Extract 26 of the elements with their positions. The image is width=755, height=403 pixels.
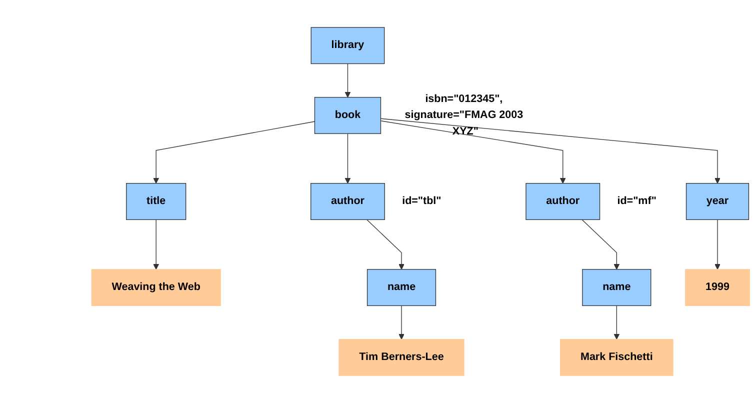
node-box: Weaving the Web <box>91 269 221 306</box>
node-box: book <box>314 96 382 134</box>
node-box: Mark Fischetti <box>560 338 674 376</box>
arrow <box>380 118 720 184</box>
node-label: isbn="012345", signature="FMAG 2003 XYZ" <box>404 93 524 137</box>
node-box: 1999 <box>685 269 750 306</box>
node-box: title <box>126 183 186 220</box>
arrow <box>614 305 620 340</box>
node-box: author <box>310 183 385 220</box>
arrow <box>153 219 160 270</box>
node-label: id="mf" <box>617 195 656 207</box>
arrow <box>582 219 620 270</box>
node-box: library <box>310 27 385 64</box>
node-box: Tim Berners-Lee <box>338 338 464 376</box>
arrow <box>153 121 316 184</box>
node-box: name <box>582 269 652 306</box>
arrow <box>366 219 404 270</box>
arrow <box>344 133 351 184</box>
node-box: name <box>366 269 436 306</box>
arrow <box>714 219 720 270</box>
arrow <box>344 63 351 98</box>
node-label: id="tbl" <box>402 195 442 207</box>
node-box: author <box>526 183 600 220</box>
node-box: year <box>686 183 750 220</box>
arrow <box>398 305 404 340</box>
arrow <box>380 120 566 184</box>
